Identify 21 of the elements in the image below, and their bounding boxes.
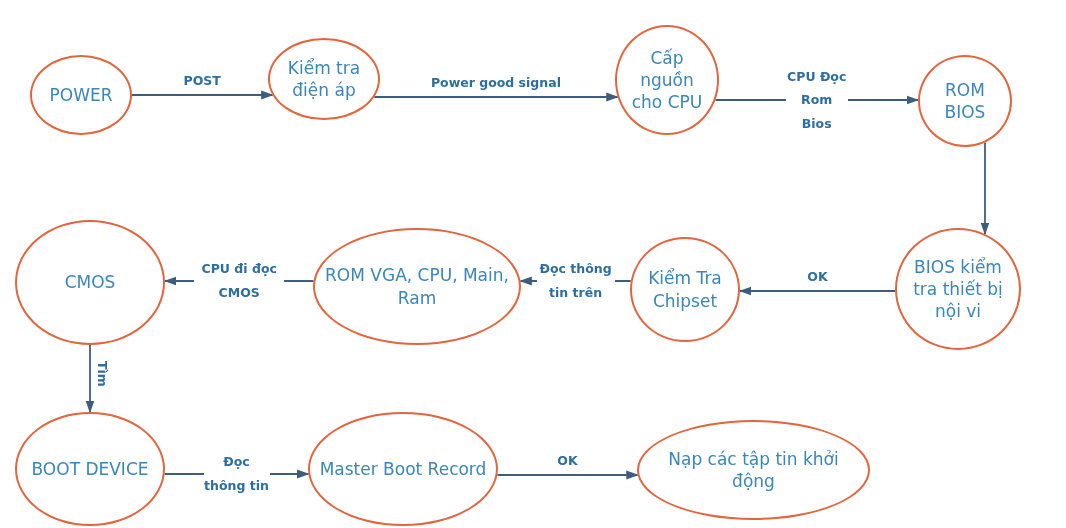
node-text: Kiểm Tra Chipset xyxy=(647,267,723,312)
node-text: Kiểm tra điện áp xyxy=(286,56,362,102)
arrow xyxy=(738,286,896,296)
edge-label: OK xyxy=(556,452,579,470)
node-text: BIOS kiểm tra thiết bị nội vi xyxy=(912,255,1004,323)
edge-label: OK xyxy=(806,268,829,286)
arrow xyxy=(131,90,274,100)
node-text: BOOT DEVICE xyxy=(30,457,150,481)
node-text: ROM BIOS xyxy=(943,78,987,124)
arrow xyxy=(85,344,95,414)
edge-label: POST xyxy=(182,72,222,90)
node-text: Cấp nguồn cho CPU xyxy=(630,46,704,114)
node-text: Nạp các tập tin khởi động xyxy=(667,447,840,493)
node-text: CMOS xyxy=(63,271,117,294)
edge-label: Power good signal xyxy=(429,74,562,92)
node-text: ROM VGA, CPU, Main, Ram xyxy=(324,264,510,309)
arrow xyxy=(980,141,990,236)
arrow xyxy=(496,470,639,480)
node-text: Master Boot Record xyxy=(318,457,488,481)
edge-label: Tìm xyxy=(95,360,110,387)
node-text: POWER xyxy=(48,83,114,107)
